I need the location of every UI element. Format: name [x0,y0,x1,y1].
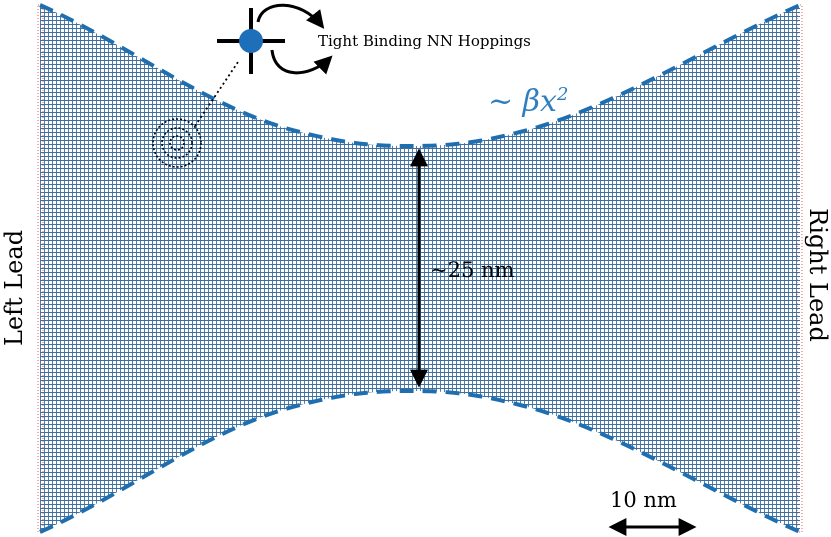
hopping-label: Tight Binding NN Hoppings [318,32,531,50]
curved-arrow-icon [270,49,333,75]
curved-arrow-icon [256,3,325,29]
profile-label-exponent: 2 [556,84,569,105]
profile-label-base: ~ βx [488,84,557,119]
scale-bar-label: 10 nm [610,488,677,512]
left-lead-label: Left Lead [0,229,28,346]
profile-label: ~ βx2 [488,84,568,119]
constriction-width-label: ~25 nm [430,258,515,282]
right-lead-strip [796,4,803,533]
upper-boundary-curve [39,3,801,149]
lattice-site-icon [217,8,285,74]
right-lead-label: Right Lead [804,208,831,342]
lower-boundary-curve [39,388,801,534]
concentric-circles-icon [152,118,202,168]
